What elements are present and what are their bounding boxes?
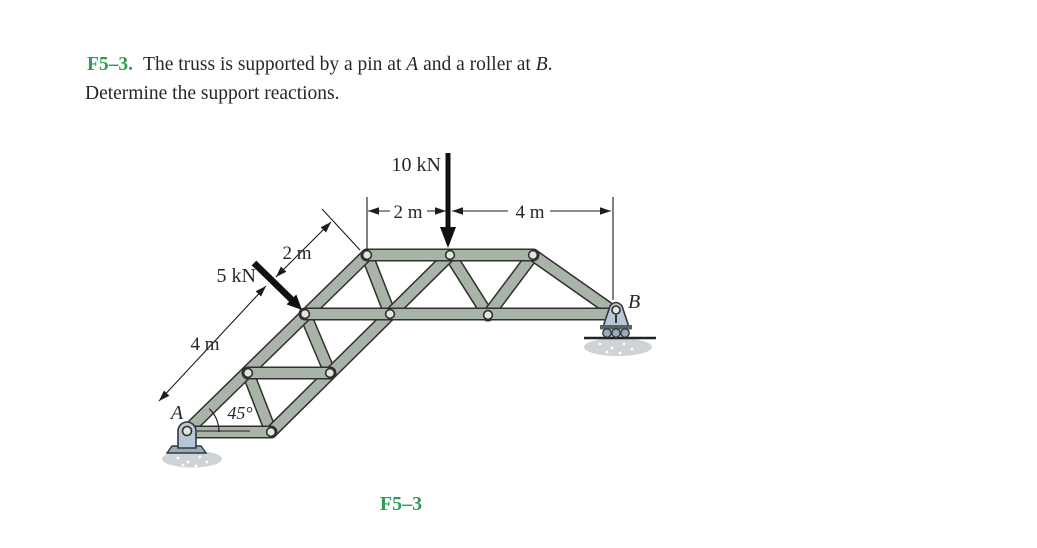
angle-label: 45° xyxy=(227,403,252,423)
load-5kn-label: 5 kN xyxy=(217,265,256,287)
load-arrow-5kn: 5 kN xyxy=(217,260,302,310)
truss-members xyxy=(179,248,621,439)
figure-caption: F5–3 xyxy=(380,493,422,515)
point-b-ref: B xyxy=(535,54,548,75)
statement-part3: . xyxy=(547,54,553,75)
problem-number: F5–3. xyxy=(87,54,134,75)
pin-a-hole xyxy=(181,425,193,437)
roller-support-b xyxy=(584,301,656,356)
dim-incline-panel-label: 2 m xyxy=(282,243,311,264)
problem-statement-line2: Determine the support reactions. xyxy=(85,83,340,104)
load-arrow-10kn: 10 kN xyxy=(392,153,456,248)
pin-b-hole xyxy=(611,305,621,315)
load-10kn-label: 10 kN xyxy=(392,154,441,176)
statement-part2: and a roller at xyxy=(418,54,536,75)
dimension-incline: 2 m 4 m xyxy=(158,208,361,402)
roller-base-bar xyxy=(600,325,632,330)
pin-support-a xyxy=(162,421,222,468)
dim-incline-base-label: 4 m xyxy=(190,334,219,355)
dim-top-right-label: 4 m xyxy=(515,202,544,223)
problem-statement-line1: F5–3.The truss is supported by a pin at … xyxy=(87,50,787,79)
problem-statement: F5–3.The truss is supported by a pin at … xyxy=(85,50,787,108)
roller-wheel xyxy=(602,328,612,338)
dim-top-left-label: 2 m xyxy=(393,202,422,223)
support-a-label: A xyxy=(169,402,184,424)
truss-joint-pins xyxy=(242,249,539,438)
statement-part1: The truss is supported by a pin at xyxy=(143,54,407,75)
dimension-top: 2 m 4 m xyxy=(366,197,614,300)
angle-annotation: 45° xyxy=(197,403,253,433)
support-b-label: B xyxy=(628,291,640,313)
roller-wheel xyxy=(611,328,621,338)
point-a-ref: A xyxy=(406,54,419,75)
roller-wheel xyxy=(620,328,630,338)
